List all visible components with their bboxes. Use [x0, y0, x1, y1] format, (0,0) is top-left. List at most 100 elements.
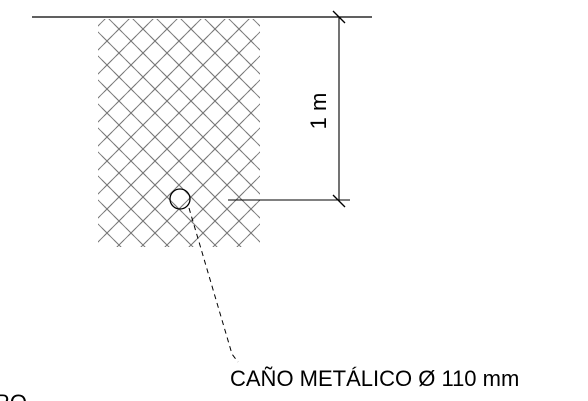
hatch-stroke	[294, 252, 314, 272]
hatch-stroke	[259, 55, 260, 56]
hatch-stroke	[282, 24, 302, 44]
hatch-stroke	[272, 168, 292, 188]
hatch-stroke	[282, 192, 302, 212]
hatch-stroke	[282, 72, 302, 92]
hatch-stroke	[245, 59, 260, 75]
hatch-stroke	[272, 216, 292, 236]
pipe-leader-line	[188, 207, 239, 363]
hatch-stroke	[188, 239, 197, 247]
hatch-stroke	[259, 151, 260, 152]
hatch-stroke	[98, 167, 101, 171]
hatch-stroke	[270, 108, 290, 128]
hatch-stroke	[98, 71, 101, 75]
hatch-stroke	[282, 216, 302, 236]
hatch-stroke	[259, 199, 260, 200]
hatch-stroke	[98, 143, 101, 147]
hatch-stroke	[92, 252, 112, 272]
hatch-stroke	[212, 239, 221, 247]
hatch-stroke	[284, 228, 304, 248]
hatch-stroke	[294, 228, 314, 248]
hatch-stroke	[98, 95, 101, 99]
hatch-stroke	[284, 108, 304, 128]
hatch-stroke	[98, 23, 101, 27]
hatch-stroke	[113, 239, 122, 247]
hatch-stroke	[282, 120, 302, 140]
hatch-stroke	[245, 155, 260, 171]
dimension-tick-bottom	[332, 194, 346, 208]
hatch-stroke	[257, 95, 260, 99]
hatch-stroke	[174, 252, 194, 272]
hatch-stroke	[140, 239, 149, 247]
hatch-stroke	[257, 143, 260, 147]
hatch-stroke	[126, 252, 146, 272]
hatch-stroke	[98, 35, 113, 51]
hatch-stroke	[257, 71, 260, 75]
hatch-stroke	[257, 191, 260, 195]
hatch-stroke	[98, 47, 101, 51]
hatch-stroke	[245, 179, 260, 195]
hatch-stroke	[270, 84, 290, 104]
hatch-stroke	[98, 179, 113, 195]
hatch-stroke	[294, 12, 314, 32]
hatch-stroke	[198, 252, 218, 272]
pipe-label: CAÑO METÁLICO Ø 110 mm	[230, 366, 519, 391]
pipe-circle	[169, 188, 191, 210]
hatch-stroke	[284, 84, 304, 104]
hatch-stroke	[246, 252, 266, 272]
hatch-stroke	[102, 252, 122, 272]
hatch-stroke	[212, 252, 232, 272]
hatch-stroke	[272, 96, 292, 116]
hatch-stroke	[270, 228, 290, 248]
hatch-stroke	[259, 103, 260, 104]
hatch-stroke	[116, 252, 136, 272]
hatch-stroke	[259, 79, 260, 80]
hatch-stroke	[164, 252, 184, 272]
hatch-stroke	[233, 239, 242, 247]
hatch-stroke	[90, 240, 110, 260]
hatch-stroke	[222, 252, 242, 272]
hatch-stroke	[294, 36, 314, 56]
hatch-stroke	[257, 119, 260, 123]
hatch-stroke	[150, 252, 170, 272]
hatch-stroke	[270, 204, 290, 224]
hatch-stroke	[98, 227, 113, 243]
hatch-stroke	[259, 175, 260, 176]
hatch-stroke	[259, 127, 260, 128]
hatch-stroke	[245, 227, 260, 243]
hatch-stroke	[245, 131, 260, 147]
hatch-stroke	[282, 144, 302, 164]
hatch-stroke	[259, 223, 260, 224]
hatch-stroke	[284, 36, 304, 56]
hatch-stroke	[294, 204, 314, 224]
hatch-stroke	[272, 72, 292, 92]
hatch-stroke	[161, 239, 170, 247]
hatch-stroke	[98, 119, 101, 123]
hatch-stroke	[137, 239, 146, 247]
hatch-stroke	[98, 203, 113, 219]
hatch-stroke	[257, 47, 260, 51]
hatch-stroke	[98, 131, 113, 147]
hatch-stroke	[259, 31, 260, 32]
hatch-stroke	[98, 191, 101, 195]
hatch-stroke	[164, 239, 173, 247]
hatch-stroke	[270, 36, 290, 56]
hatch-stroke	[260, 252, 280, 272]
hatch-stroke	[294, 132, 314, 152]
trench-backfill-hatch	[90, 12, 314, 272]
hatch-stroke	[284, 132, 304, 152]
hatch-stroke	[270, 156, 290, 176]
hatch-stroke	[270, 180, 290, 200]
dimension-tick-top	[332, 10, 346, 24]
hatch-stroke	[248, 240, 268, 260]
hatch-stroke	[245, 83, 260, 99]
hatch-stroke	[282, 48, 302, 68]
cut-off-label: RO	[0, 390, 27, 401]
dimension-label: 1 m	[306, 93, 331, 130]
hatch-stroke	[98, 155, 113, 171]
hatch-stroke	[140, 252, 160, 272]
hatch-stroke	[257, 239, 260, 243]
hatch-stroke	[98, 59, 113, 75]
hatch-stroke	[98, 239, 101, 243]
hatch-stroke	[257, 215, 260, 219]
